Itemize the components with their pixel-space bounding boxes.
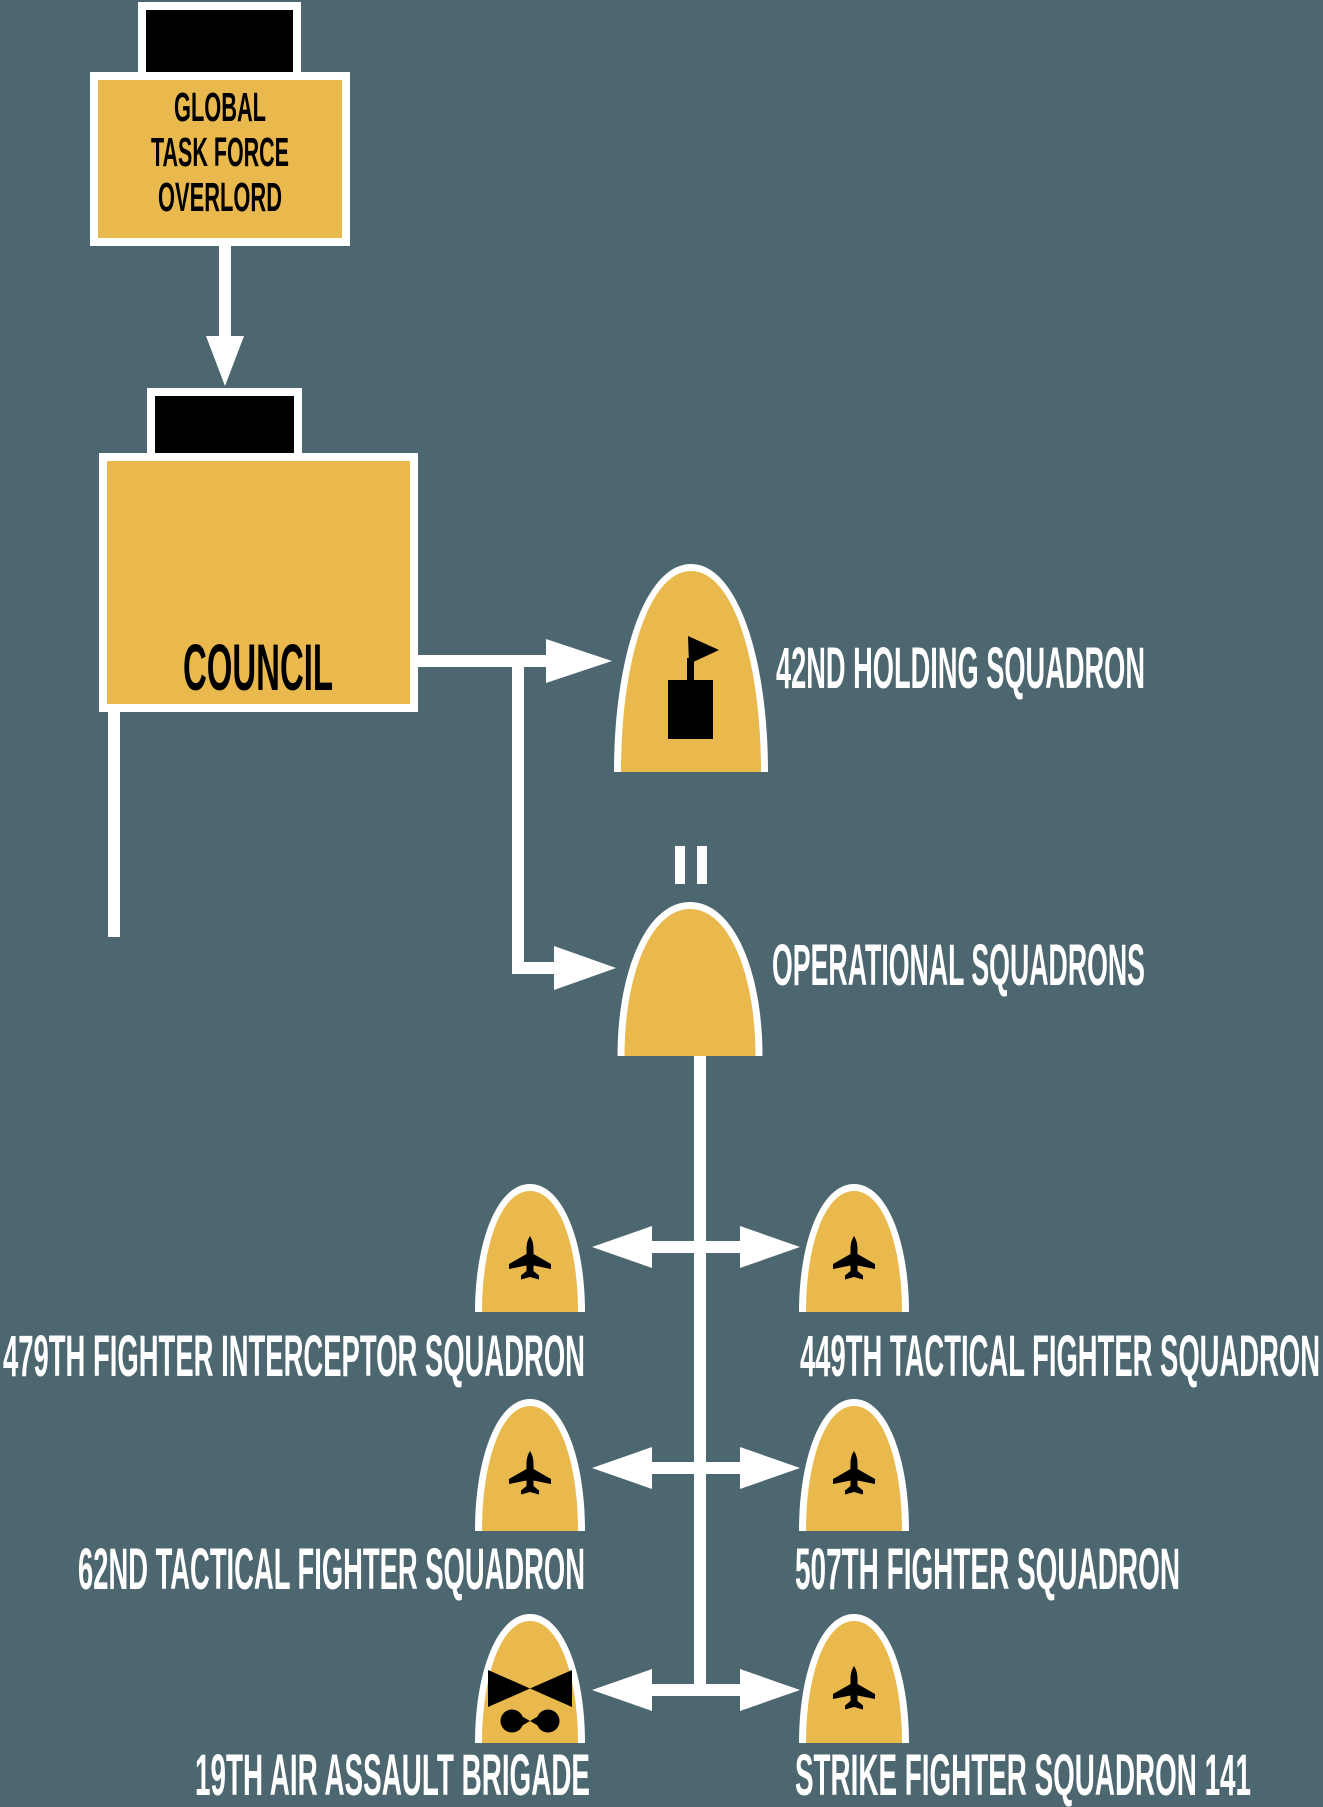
row-arrow-shaft-left <box>652 1462 700 1474</box>
air-assault-bowtie <box>488 1670 572 1707</box>
unit-box-council: COUNCIL <box>99 388 418 712</box>
arrowhead-right-icon <box>554 946 616 990</box>
row1-connector-arrows <box>592 1226 800 1268</box>
arrowhead-right-icon <box>740 1447 800 1489</box>
row3-connector-arrows <box>592 1669 800 1711</box>
unit-label-42nd-holding: 42ND HOLDING SQUADRON <box>776 636 1145 701</box>
flag-pole <box>687 658 694 684</box>
trunk-line <box>694 1056 706 1696</box>
rotor-cross <box>512 1710 548 1732</box>
connector-shaft <box>219 246 231 338</box>
unit-label-449th: 449TH TACTICAL FIGHTER SQUADRON <box>800 1324 1320 1389</box>
dome-fill <box>624 909 756 1056</box>
arrowhead-down-icon <box>206 336 244 386</box>
branch-line-top <box>415 655 546 667</box>
unit-62nd-tactical-fighter-squadron: 62ND TACTICAL FIGHTER SQUADRON <box>78 1399 585 1602</box>
unit-label-operational-squadrons: OPERATIONAL SQUADRONS <box>772 933 1145 998</box>
flag-base <box>668 680 713 739</box>
arrowhead-right-icon <box>546 639 612 683</box>
row-arrow-shaft-right <box>700 1684 740 1696</box>
flag-icon <box>668 636 719 739</box>
unit-strike-fighter-squadron-141: STRIKE FIGHTER SQUADRON 141 <box>795 1614 1251 1807</box>
unit-label-strike-141: STRIKE FIGHTER SQUADRON 141 <box>795 1743 1251 1807</box>
echelon-bar <box>675 846 685 884</box>
root-box-body <box>98 80 342 238</box>
unit-label-507th: 507TH FIGHTER SQUADRON <box>795 1537 1180 1602</box>
unit-479th-fighter-interceptor-squadron: 479TH FIGHTER INTERCEPTOR SQUADRON <box>3 1184 585 1389</box>
air-assault-icon <box>488 1670 572 1733</box>
arrowhead-left-icon <box>592 1447 652 1489</box>
council-header <box>155 396 294 453</box>
council-left-dropline <box>108 704 120 937</box>
branch-line-vertical <box>512 655 524 974</box>
arrowhead-left-icon <box>592 1226 652 1268</box>
root-box-label-line3: OVERLORD <box>158 174 282 220</box>
branch-line-bottom <box>512 962 554 974</box>
arrowhead-left-icon <box>592 1669 652 1711</box>
unit-449th-tactical-fighter-squadron: 449TH TACTICAL FIGHTER SQUADRON <box>799 1184 1320 1389</box>
unit-box-global-task-force-overlord: GLOBAL TASK FORCE OVERLORD <box>90 2 350 246</box>
council-label: COUNCIL <box>183 630 333 704</box>
unit-507th-fighter-squadron: 507TH FIGHTER SQUADRON <box>795 1399 1180 1602</box>
row-arrow-shaft-right <box>700 1462 740 1474</box>
row-arrow-shaft-right <box>700 1241 740 1253</box>
unit-label-19th: 19TH AIR ASSAULT BRIGADE <box>195 1743 590 1807</box>
root-box-label-line1: GLOBAL <box>174 84 266 130</box>
echelon-bar <box>697 846 707 884</box>
row-arrow-shaft-left <box>652 1241 700 1253</box>
unit-42nd-holding-squadron: 42ND HOLDING SQUADRON <box>614 564 1145 772</box>
fighter-jet-icon <box>509 1236 551 1280</box>
fighter-jet-icon <box>509 1451 551 1495</box>
flag-pennant <box>688 636 719 664</box>
unit-label-62nd: 62ND TACTICAL FIGHTER SQUADRON <box>78 1537 585 1602</box>
unit-label-479th: 479TH FIGHTER INTERCEPTOR SQUADRON <box>3 1324 585 1389</box>
root-box-label-line2: TASK FORCE <box>151 129 289 175</box>
fighter-jet-icon <box>833 1451 875 1495</box>
echelon-battalion-marks <box>675 846 707 884</box>
council-body <box>107 461 410 704</box>
fighter-jet-icon <box>833 1236 875 1280</box>
row2-connector-arrows <box>592 1447 800 1489</box>
connector-root-to-council <box>206 246 244 386</box>
fighter-jet-icon <box>833 1666 875 1710</box>
root-box-header <box>146 10 293 72</box>
arrowhead-right-icon <box>740 1669 800 1711</box>
connector-council-branches <box>415 639 616 990</box>
row-arrow-shaft-left <box>652 1684 700 1696</box>
arrowhead-right-icon <box>740 1226 800 1268</box>
unit-operational-squadrons: OPERATIONAL SQUADRONS <box>617 846 1145 1056</box>
unit-19th-air-assault-brigade: 19TH AIR ASSAULT BRIGADE <box>195 1614 590 1807</box>
